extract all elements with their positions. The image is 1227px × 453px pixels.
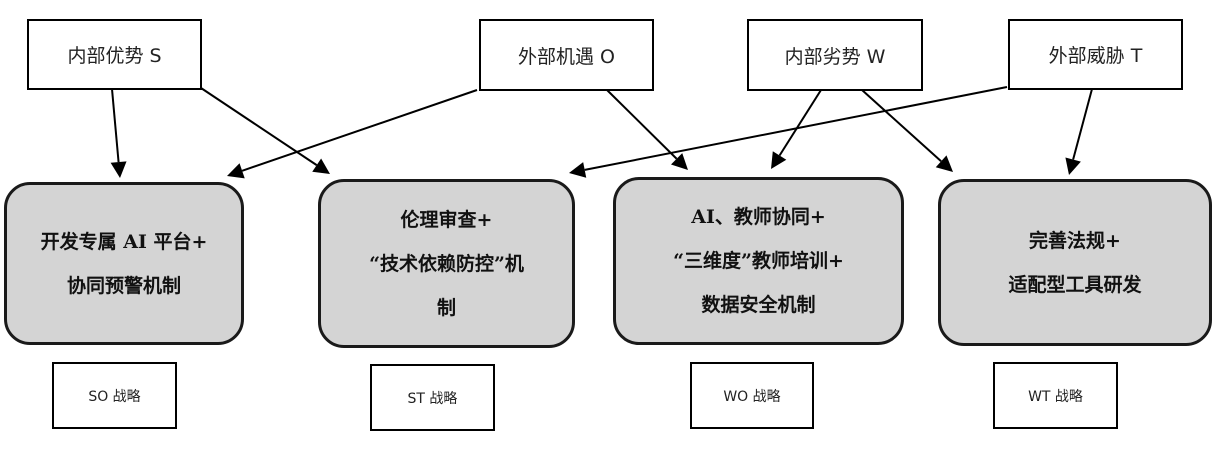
strategy-wo-line: AI、教师协同+ — [691, 206, 826, 228]
factor-weaknesses: 内部劣势 W — [747, 19, 923, 91]
arrow-t-to-st — [584, 86, 1008, 171]
factor-strengths-label: 内部优势 S — [67, 45, 162, 67]
arrowhead-icon — [227, 163, 245, 179]
factor-opportunities: 外部机遇 O — [479, 19, 654, 91]
strategy-st-line: 制 — [436, 296, 456, 319]
strategy-st-tag-text: ST 战略 — [407, 390, 458, 407]
arrowhead-icon — [771, 151, 787, 169]
arrow-o-to-wo — [606, 89, 678, 160]
strategy-wt-line: 完善法规+ — [1029, 229, 1121, 252]
strategy-st-box: 伦理审查+ “技术依赖防控”机 制 — [318, 179, 575, 348]
strategy-wt-tag-text: WT 战略 — [1028, 388, 1083, 405]
factor-strengths: 内部优势 S — [27, 19, 202, 90]
arrowhead-icon — [935, 155, 953, 172]
strategy-so-tag-text: SO 战略 — [88, 388, 141, 405]
factor-threats: 外部威胁 T — [1008, 19, 1183, 90]
arrowhead-icon — [110, 161, 127, 178]
arrow-w-to-wt — [861, 89, 942, 163]
arrowhead-icon — [1065, 157, 1081, 175]
strategy-wo-tag-text: WO 战略 — [723, 388, 781, 405]
factor-opportunities-label: 外部机遇 O — [518, 45, 615, 68]
strategy-wt-tag: WT 战略 — [993, 362, 1118, 429]
strategy-st-tag: ST 战略 — [370, 364, 495, 431]
strategy-wt-box: 完善法规+ 适配型工具研发 — [938, 179, 1212, 346]
strategy-so-box: 开发专属 AI 平台+ 协同预警机制 — [4, 182, 244, 345]
strategy-wo-box: AI、教师协同+ “三维度”教师培训+ 数据安全机制 — [613, 177, 904, 345]
strategy-st-line: 伦理审查+ — [400, 208, 493, 231]
strategy-wo-line: 数据安全机制 — [701, 294, 816, 316]
arrow-w-to-wo — [778, 89, 822, 157]
arrow-t-to-wt — [1072, 88, 1093, 160]
factor-threats-label: 外部威胁 T — [1048, 45, 1143, 67]
arrow-s-to-st — [200, 87, 318, 166]
strategy-so-line: 协同预警机制 — [66, 274, 181, 297]
arrowhead-icon — [670, 153, 688, 170]
strategy-so-tag: SO 战略 — [52, 362, 177, 429]
arrow-s-to-so — [111, 88, 120, 163]
strategy-wo-tag: WO 战略 — [690, 362, 814, 429]
strategy-wt-line: 适配型工具研发 — [1008, 273, 1142, 296]
arrowhead-icon — [569, 162, 587, 178]
strategy-st-line: “技术依赖防控”机 — [369, 252, 524, 275]
strategy-so-line: 开发专属 AI 平台+ — [40, 230, 208, 253]
arrow-o-to-so — [241, 89, 478, 172]
factor-weaknesses-label: 内部劣势 W — [784, 45, 886, 68]
arrowhead-icon — [312, 158, 330, 174]
strategy-wo-line: “三维度”教师培训+ — [673, 250, 844, 272]
